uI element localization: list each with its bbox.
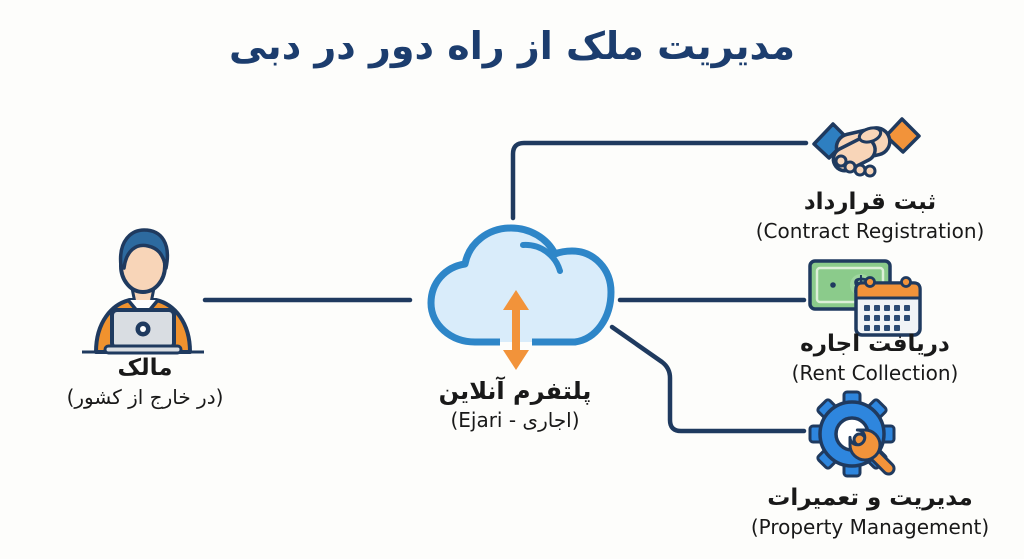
sync-arrow-icon xyxy=(503,290,529,370)
service-sublabel-contract: (Contract Registration) xyxy=(755,218,985,243)
service-node-contract: ثبت قرارداد (Contract Registration) xyxy=(748,188,992,244)
service-label-maintenance: مدیریت و تعمیرات xyxy=(767,485,973,511)
owner-node: مالک (در خارج از کشور) xyxy=(30,354,260,410)
owner-sublabel: (در خارج از کشور) xyxy=(66,384,224,409)
connector-cloud-contract xyxy=(510,140,809,221)
handshake-icon xyxy=(812,117,921,178)
service-label-rent: دریافت اجاره xyxy=(800,331,950,357)
gear-wrench-icon xyxy=(808,390,896,478)
owner-label: مالک xyxy=(117,355,173,381)
connector-cloud-maintenance xyxy=(609,324,807,434)
platform-label: پلتفرم آنلاین xyxy=(438,377,592,405)
platform-sublabel: (اجاری - Ejari) xyxy=(450,408,580,432)
money-calendar-icon: $ xyxy=(808,259,922,337)
service-sublabel-maintenance: (Property Management) xyxy=(750,514,990,539)
service-node-rent: دریافت اجاره (Rent Collection) xyxy=(758,330,992,386)
platform-node: پلتفرم آنلاین (اجاری - Ejari) xyxy=(400,376,630,433)
service-node-maintenance: مدیریت و تعمیرات (Property Management) xyxy=(742,484,998,540)
diagram-title: مدیریت ملک از راه دور در دبی xyxy=(228,24,796,68)
cloud-icon xyxy=(427,224,615,370)
service-label-contract: ثبت قرارداد xyxy=(803,189,937,215)
person-laptop-icon xyxy=(82,228,204,355)
service-sublabel-rent: (Rent Collection) xyxy=(791,360,959,385)
